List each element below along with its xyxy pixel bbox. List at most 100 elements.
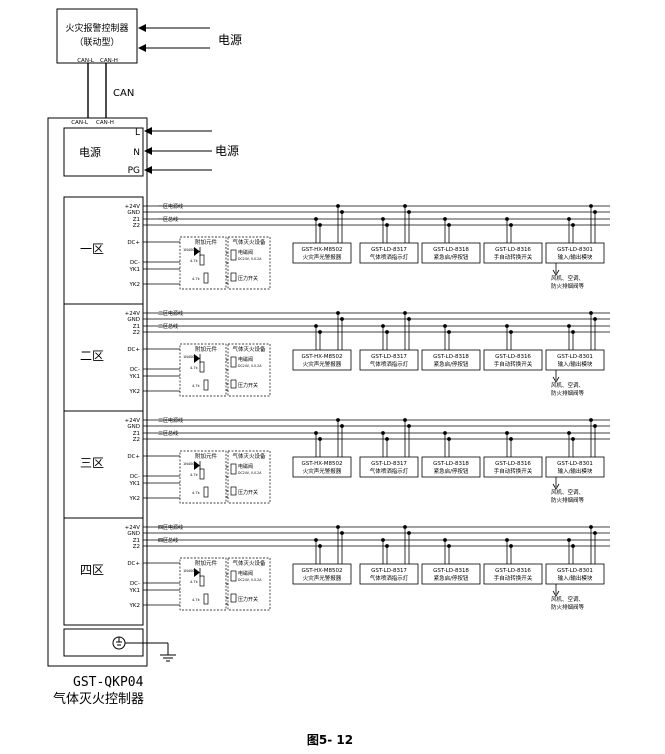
equipment-item2: 压力开关 (238, 489, 258, 496)
fire-alarm-controller: 火灾报警控制器 （联动型） CAN-L CAN-H (56, 8, 138, 64)
junction-dot (567, 538, 571, 542)
resistor-icon (199, 468, 205, 480)
device-description: 火灾声光警报器 (303, 360, 342, 368)
resistor-icon (203, 486, 209, 498)
terminal-label: YK2 (129, 282, 140, 288)
device-model: GST-LD-8301 (557, 568, 593, 574)
device-description: 火灾声光警报器 (303, 574, 342, 582)
terminal-label: GND (127, 317, 140, 323)
zone-bus-line-label: 一区总线 (158, 216, 178, 223)
junction-dot (509, 330, 513, 334)
junction-dot (318, 544, 322, 548)
device-description: 气体喷洒指示灯 (370, 253, 409, 261)
extra-note-line2: 防火排烟阀等 (551, 389, 585, 397)
terminal-label: +24V (125, 418, 141, 424)
resistor-icon (199, 575, 205, 587)
terminal-label: +24V (125, 204, 141, 210)
equipment-item1-sub: DC24V, 0-0.2A (238, 578, 262, 582)
controller-title: 火灾报警控制器 (65, 22, 128, 34)
terminal-n: N (133, 148, 140, 158)
device-description: 输入/输出模块 (558, 574, 593, 582)
terminal-label: YK1 (129, 267, 140, 273)
device-box (292, 349, 352, 371)
junction-dot (340, 424, 344, 428)
diode-icon (194, 461, 200, 470)
device-model: GST-LD-8316 (495, 354, 531, 360)
junction-dot (443, 431, 447, 435)
diode-label: 1N4007 (183, 248, 197, 252)
device-box (359, 349, 419, 371)
terminal-label: DC- (130, 367, 140, 373)
device-description: 手自动转换开关 (494, 360, 533, 368)
junction-dot (571, 223, 575, 227)
junction-dot (443, 217, 447, 221)
junction-dot (403, 311, 407, 315)
junction-dot (593, 424, 597, 428)
resistor-label: 4.7k (192, 598, 201, 602)
product-name: 气体灭火控制器 (53, 691, 144, 707)
zone-bus-line-label: 三区总线 (158, 430, 178, 437)
zone-frame (63, 517, 144, 626)
junction-dot (509, 544, 513, 548)
zone-name: 四区 (80, 563, 104, 577)
device-description: 紧急启/停按钮 (434, 467, 469, 475)
device-model: GST-LD-8318 (433, 354, 469, 360)
junction-dot (589, 525, 593, 529)
main-controller-box (47, 117, 148, 667)
junction-dot (340, 317, 344, 321)
device-model: GST-LD-8316 (495, 568, 531, 574)
pressure-switch-icon (230, 593, 237, 603)
junction-dot (314, 217, 318, 221)
device-model: GST-LD-8317 (371, 247, 407, 253)
terminal-label: DC- (130, 474, 140, 480)
device-description: 气体喷洒指示灯 (370, 360, 409, 368)
zone-power-line-label: 四区电源线 (158, 524, 183, 531)
device-model: GST-HX-M8502 (302, 461, 343, 467)
device-box (421, 242, 481, 264)
device-model: GST-LD-8317 (371, 354, 407, 360)
junction-dot (505, 324, 509, 328)
zone-power-line-label: 二区电源线 (158, 310, 183, 317)
device-box (421, 563, 481, 585)
controller-power-input: 电源 (138, 24, 242, 52)
extra-note-line1: 风机、空调、 (551, 595, 584, 603)
zone-name: 一区 (80, 242, 104, 256)
equipment-item1: 电磁阀 (238, 249, 253, 256)
equipment-item1-sub: DC24V, 0-0.2A (238, 257, 262, 261)
junction-dot (593, 210, 597, 214)
equipment-title: 气体灭火设备 (232, 559, 266, 567)
junction-dot (340, 531, 344, 535)
device-description: 紧急启/停按钮 (434, 253, 469, 261)
device-model: GST-LD-8318 (433, 461, 469, 467)
equipment-item1: 电磁阀 (238, 356, 253, 363)
terminal-label: DC+ (127, 454, 140, 460)
device-description: 火灾声光警报器 (303, 253, 342, 261)
zones: 一区+24VGNDZ1Z2DC+DC-YK1YK2一区电源线一区总线GST-HX… (63, 196, 610, 626)
terminal-label: GND (127, 531, 140, 537)
device-box (359, 242, 419, 264)
terminal-label: DC- (130, 581, 140, 587)
equipment-item2: 压力开关 (238, 596, 258, 603)
device-box (483, 242, 543, 264)
equipment-item1: 电磁阀 (238, 570, 253, 577)
zone-name: 二区 (80, 349, 104, 363)
diode-label: 1N4007 (183, 569, 197, 573)
terminal-label: Z1 (133, 538, 140, 544)
junction-dot (443, 324, 447, 328)
extra-note-line2: 防火排烟阀等 (551, 603, 585, 611)
junction-dot (318, 437, 322, 441)
device-box (483, 456, 543, 478)
junction-dot (336, 204, 340, 208)
junction-dot (505, 538, 509, 542)
solenoid-valve-icon (230, 249, 237, 261)
